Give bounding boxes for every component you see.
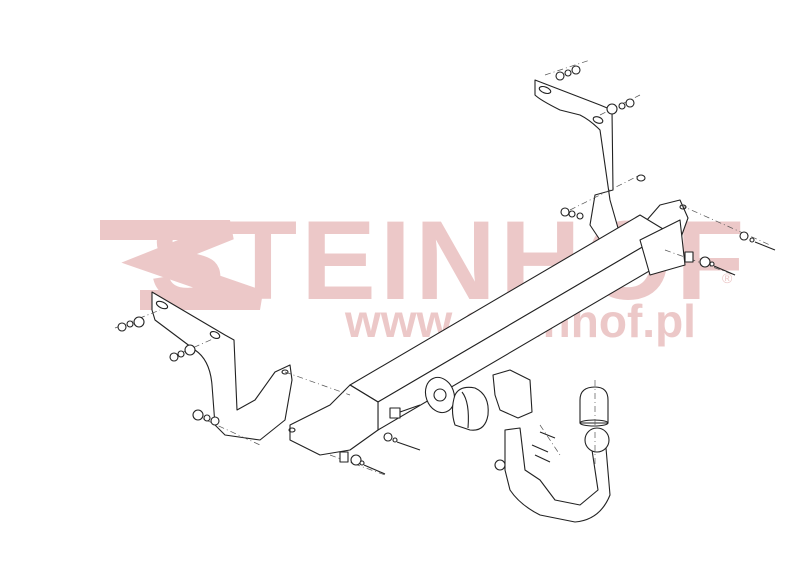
detachable-ball-mount [494,427,611,523]
watermark-registered-mark: ® [722,270,733,286]
bolt [531,431,556,463]
left-mounting-bracket [151,291,379,456]
electrical-socket [424,376,456,414]
nut-washer-set [169,344,196,362]
assembly-guide-lines [114,59,771,476]
socket-cover [451,386,489,431]
bolt [339,451,386,475]
nut-washer-set [117,316,145,332]
bolt [739,231,776,251]
tow-ball-cap [579,386,609,427]
bolt [383,404,421,451]
nut-washer-set [192,409,220,426]
ball-mount-receiver [492,369,533,419]
nut-washer-set [560,207,584,220]
bolt [684,251,736,276]
nut-washer-set [606,98,635,115]
fasteners [117,65,776,475]
nut-washer-set [555,65,581,81]
